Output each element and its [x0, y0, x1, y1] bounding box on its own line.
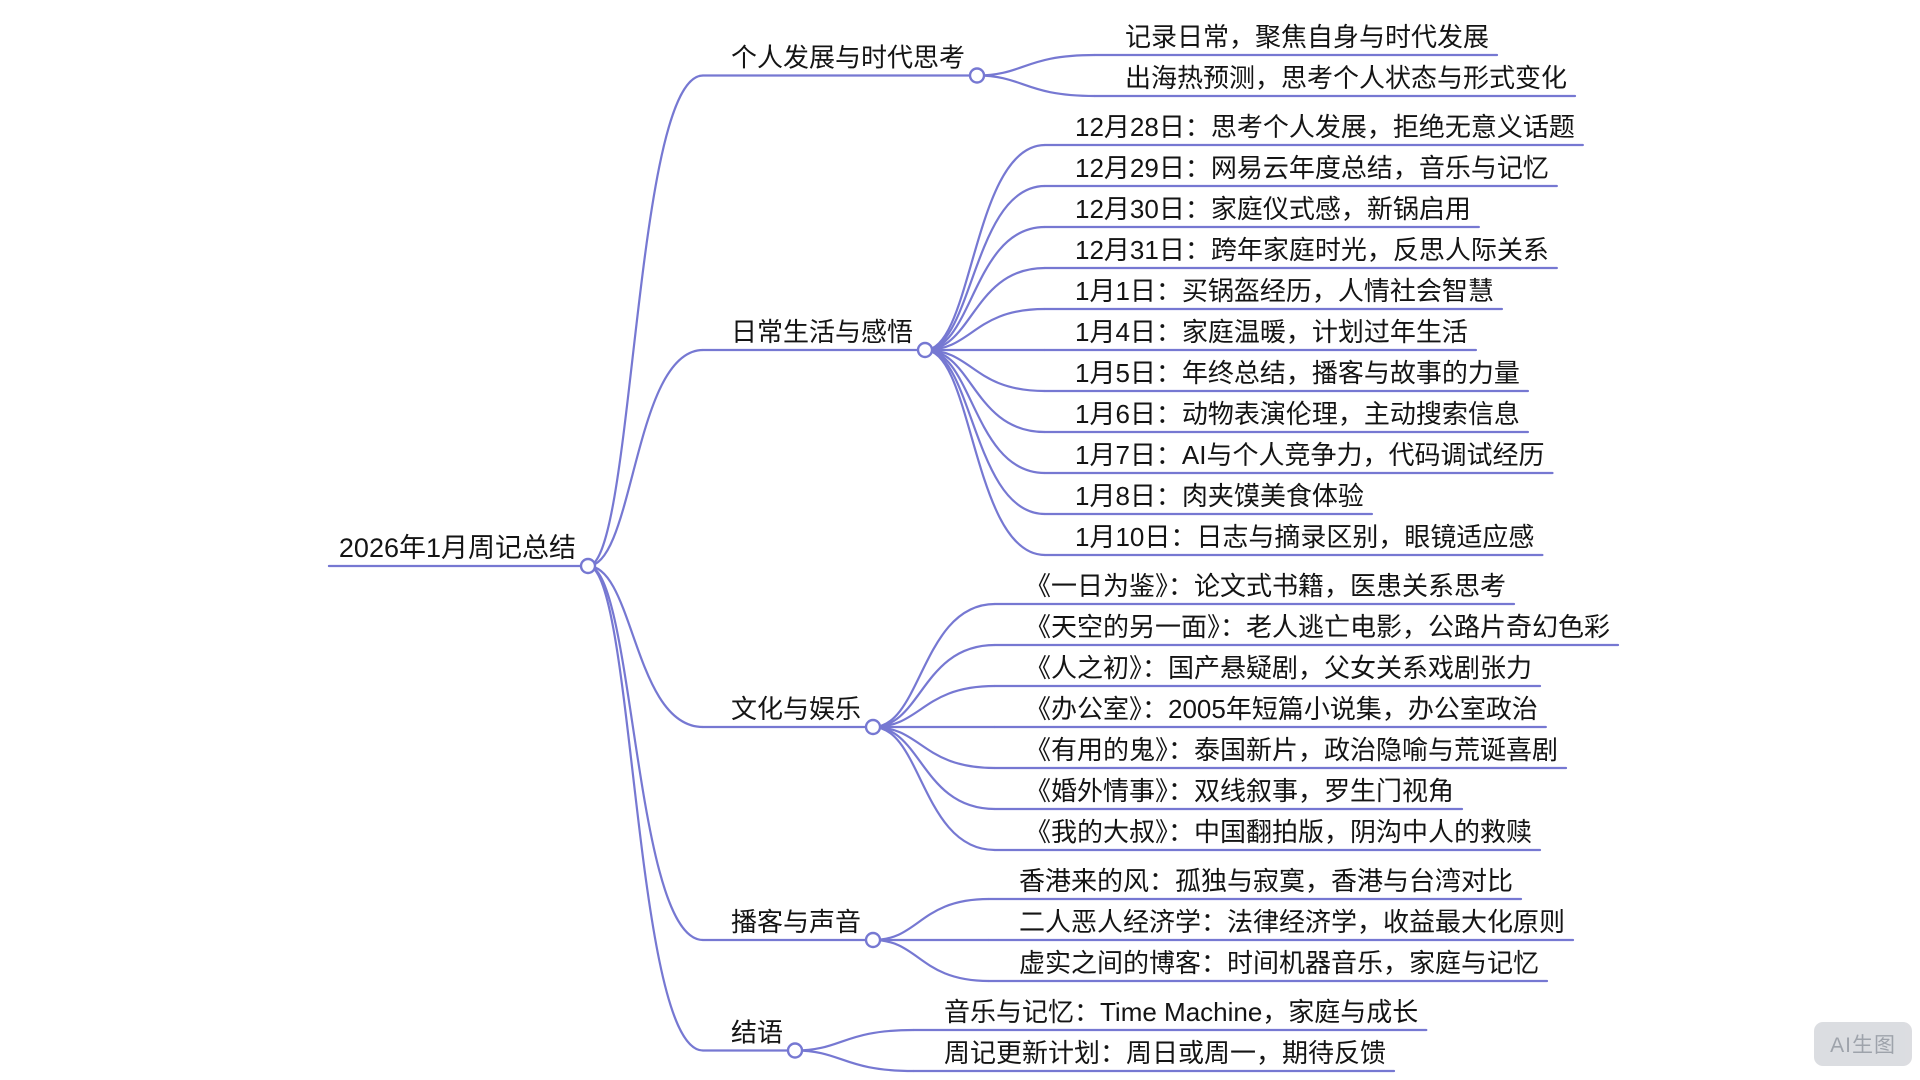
- branch-link: [587, 564, 704, 1052]
- node-label[interactable]: 《办公室》：2005年短篇小说集，办公室政治: [1025, 694, 1538, 724]
- node-label[interactable]: 1月8日：肉夹馍美食体验: [1075, 481, 1364, 511]
- leaf-link: [925, 348, 1046, 393]
- node-label[interactable]: 12月28日：思考个人发展，拒绝无意义话题: [1075, 112, 1575, 142]
- collapse-toggle[interactable]: [864, 931, 882, 949]
- node-label[interactable]: 1月1日：买锅盔经历，人情社会智慧: [1075, 276, 1494, 306]
- node-label[interactable]: 《有用的鬼》：泰国新片，政治隐喻与荒诞喜剧: [1025, 735, 1558, 765]
- leaf-link: [924, 184, 1046, 352]
- leaf-link: [873, 938, 990, 983]
- node-label[interactable]: 记录日常，聚焦自身与时代发展: [1125, 22, 1489, 52]
- watermark-text: AI生图: [1830, 1034, 1896, 1057]
- leaf-link: [924, 348, 1046, 475]
- node-label[interactable]: 12月30日：家庭仪式感，新锅启用: [1075, 194, 1471, 224]
- collapse-toggle[interactable]: [916, 341, 934, 359]
- leaf-link: [925, 348, 1046, 434]
- leaf-link: [977, 74, 1096, 98]
- node-label[interactable]: 1月4日：家庭温暖，计划过年生活: [1075, 317, 1468, 347]
- node-label[interactable]: 12月29日：网易云年度总结，音乐与记忆: [1075, 153, 1549, 183]
- leaf-link: [924, 348, 1046, 516]
- branch-link: [587, 74, 704, 568]
- node-label[interactable]: 文化与娱乐: [731, 694, 861, 724]
- leaf-link: [977, 53, 1096, 77]
- node-label[interactable]: 结语: [731, 1018, 783, 1048]
- node-label[interactable]: 周记更新计划：周日或周一，期待反馈: [944, 1038, 1386, 1068]
- node-label[interactable]: 1月6日：动物表演伦理，主动搜索信息: [1075, 399, 1520, 429]
- branch-link: [587, 348, 704, 568]
- node-label[interactable]: 1月10日：日志与摘录区别，眼镜适应感: [1075, 522, 1534, 552]
- collapse-toggle[interactable]: [864, 718, 882, 736]
- branch-link: [587, 564, 704, 729]
- leaf-link: [924, 225, 1046, 352]
- node-label[interactable]: 播客与声音: [731, 907, 861, 937]
- leaf-link: [873, 725, 996, 811]
- node-label[interactable]: 1月5日：年终总结，播客与故事的力量: [1075, 358, 1520, 388]
- leaf-link: [873, 897, 990, 942]
- leaf-link: [872, 602, 996, 729]
- collapse-toggle[interactable]: [786, 1042, 804, 1059]
- node-label[interactable]: 香港来的风：孤独与寂寞，香港与台湾对比: [1019, 866, 1513, 896]
- leaf-link: [925, 266, 1046, 352]
- collapse-toggle[interactable]: [968, 67, 986, 84]
- leaf-link: [872, 725, 996, 852]
- watermark-badge: AI生图: [1814, 1022, 1912, 1066]
- node-label[interactable]: 二人恶人经济学：法律经济学，收益最大化原则: [1019, 907, 1565, 937]
- node-label[interactable]: 个人发展与时代思考: [731, 43, 965, 73]
- node-label[interactable]: 《一日为鉴》：论文式书籍，医患关系思考: [1025, 571, 1506, 601]
- leaf-link: [873, 725, 996, 770]
- node-label[interactable]: 《婚外情事》：双线叙事，罗生门视角: [1025, 776, 1454, 806]
- node-label[interactable]: 《我的大叔》：中国翻拍版，阴沟中人的救赎: [1025, 817, 1532, 847]
- node-label[interactable]: 1月7日：AI与个人竞争力，代码调试经历: [1075, 440, 1545, 470]
- leaf-link: [873, 643, 996, 729]
- node-label[interactable]: 音乐与记忆：Time Machine，家庭与成长: [944, 997, 1418, 1027]
- leaf-link: [795, 1049, 915, 1073]
- collapse-toggle[interactable]: [579, 557, 597, 575]
- leaf-link: [925, 307, 1046, 352]
- node-label[interactable]: 虚实之间的博客：时间机器音乐，家庭与记忆: [1019, 948, 1539, 978]
- leaf-link: [795, 1028, 915, 1052]
- node-label[interactable]: 12月31日：跨年家庭时光，反思人际关系: [1075, 235, 1549, 265]
- leaf-link: [924, 143, 1046, 352]
- node-label[interactable]: 《天空的另一面》：老人逃亡电影，公路片奇幻色彩: [1025, 612, 1610, 642]
- node-label[interactable]: 2026年1月周记总结: [339, 533, 576, 563]
- leaf-link: [873, 684, 996, 729]
- node-label[interactable]: 日常生活与感悟: [731, 317, 913, 347]
- node-label[interactable]: 《人之初》：国产悬疑剧，父女关系戏剧张力: [1025, 653, 1532, 683]
- node-label[interactable]: 出海热预测，思考个人状态与形式变化: [1125, 63, 1567, 93]
- leaf-link: [924, 348, 1046, 557]
- branch-link: [587, 564, 704, 942]
